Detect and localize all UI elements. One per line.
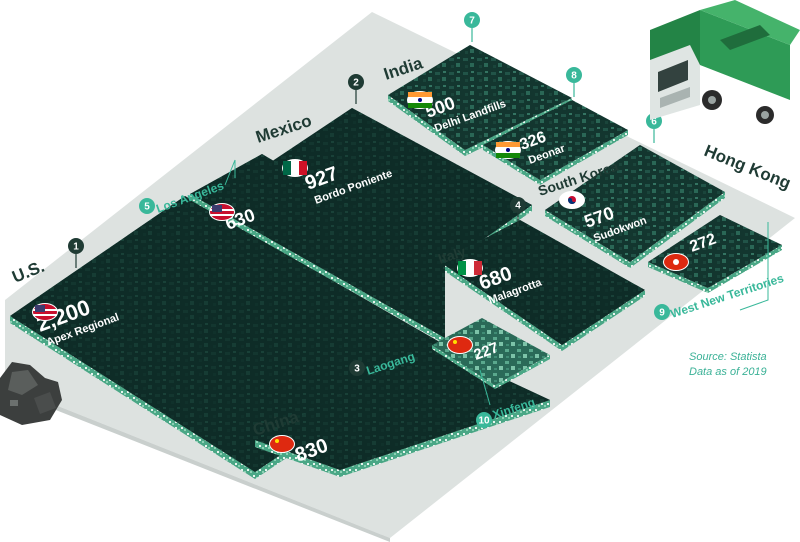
rank-number-6: 6 xyxy=(651,117,657,128)
flag-icon-3 xyxy=(269,435,295,453)
tile-shade-6 xyxy=(545,145,725,262)
tile-edge-right-3 xyxy=(340,400,550,477)
tile-edge-left-10 xyxy=(432,345,495,389)
rank-badge-5: 5 xyxy=(139,198,155,214)
rank-number-10: 10 xyxy=(478,416,490,427)
tile-shade-2 xyxy=(262,108,532,270)
tile-top-7 xyxy=(388,45,572,150)
rank-number-3: 3 xyxy=(354,364,360,375)
flag-icon-10 xyxy=(447,336,473,354)
tile-edge-right-4 xyxy=(562,290,645,351)
tile-edge-right-8 xyxy=(540,130,628,185)
rank-number-1: 1 xyxy=(73,242,79,253)
leader-xinfeng xyxy=(479,369,491,406)
tile-edge-left-1 xyxy=(10,316,255,479)
flag-icon-1 xyxy=(32,303,58,321)
tile-edge-left-5 xyxy=(190,194,445,344)
rank-number-9: 9 xyxy=(659,308,665,319)
rank-badge-10: 10 xyxy=(476,412,492,428)
rank-badge-7: 7 xyxy=(464,12,480,42)
rank-number-5: 5 xyxy=(144,202,150,213)
leader-wnt xyxy=(739,222,769,311)
flag-icon-6 xyxy=(559,191,585,209)
tile-rank-10 xyxy=(432,318,550,389)
tile-edge-left-4 xyxy=(440,262,562,351)
tile-rank-7 xyxy=(388,45,572,156)
tile-rank-5 xyxy=(190,154,445,344)
source-line-2: Data as of 2019 xyxy=(689,366,767,378)
tile-rank-6 xyxy=(545,145,725,268)
rank-badge-2: 2 xyxy=(348,74,364,104)
tile-shade-8 xyxy=(483,100,628,180)
tile-top-10 xyxy=(432,318,550,385)
flag-icon-2 xyxy=(282,159,308,177)
rank-badge-9: 9 xyxy=(654,304,670,320)
rank-badge-3: 3 xyxy=(349,360,365,376)
tile-edge-left-9 xyxy=(648,262,708,293)
tile-edge-left-7 xyxy=(388,95,465,156)
flag-icon-9 xyxy=(663,253,689,271)
tile-rank-4 xyxy=(440,220,645,351)
flag-icon-4 xyxy=(457,259,483,277)
tile-top-6 xyxy=(545,145,725,262)
tile-shade-4 xyxy=(440,220,645,345)
tile-top-8 xyxy=(483,100,628,180)
garbage-truck-icon xyxy=(650,0,800,124)
tile-shade-5 xyxy=(190,154,445,338)
tile-edge-left-6 xyxy=(545,210,630,268)
tile-edge-right-10 xyxy=(495,355,550,389)
source-line-1: Source: Statista xyxy=(689,351,767,363)
flag-icon-8 xyxy=(495,141,521,159)
rank-number-7: 7 xyxy=(469,16,475,27)
floor-edge xyxy=(5,385,390,542)
tiles-layer xyxy=(10,45,782,479)
flag-icon-7 xyxy=(407,91,433,109)
rank-badge-1: 1 xyxy=(68,238,84,268)
rank-badge-4: 4 xyxy=(510,197,526,227)
rank-number-4: 4 xyxy=(515,201,521,212)
trash-pile-icon xyxy=(0,362,62,425)
flag-icon-5 xyxy=(209,203,235,221)
tile-edge-right-6 xyxy=(630,192,725,268)
rank-number-8: 8 xyxy=(571,71,577,82)
tile-shade-7 xyxy=(388,45,572,150)
badges-layer: 1 2 3 4 5 6 7 8 9 10 xyxy=(68,12,670,428)
leader-los-angeles xyxy=(224,159,236,186)
rank-badge-8: 8 xyxy=(566,67,582,97)
rank-number-2: 2 xyxy=(353,78,359,89)
tile-edge-right-9 xyxy=(708,245,782,293)
